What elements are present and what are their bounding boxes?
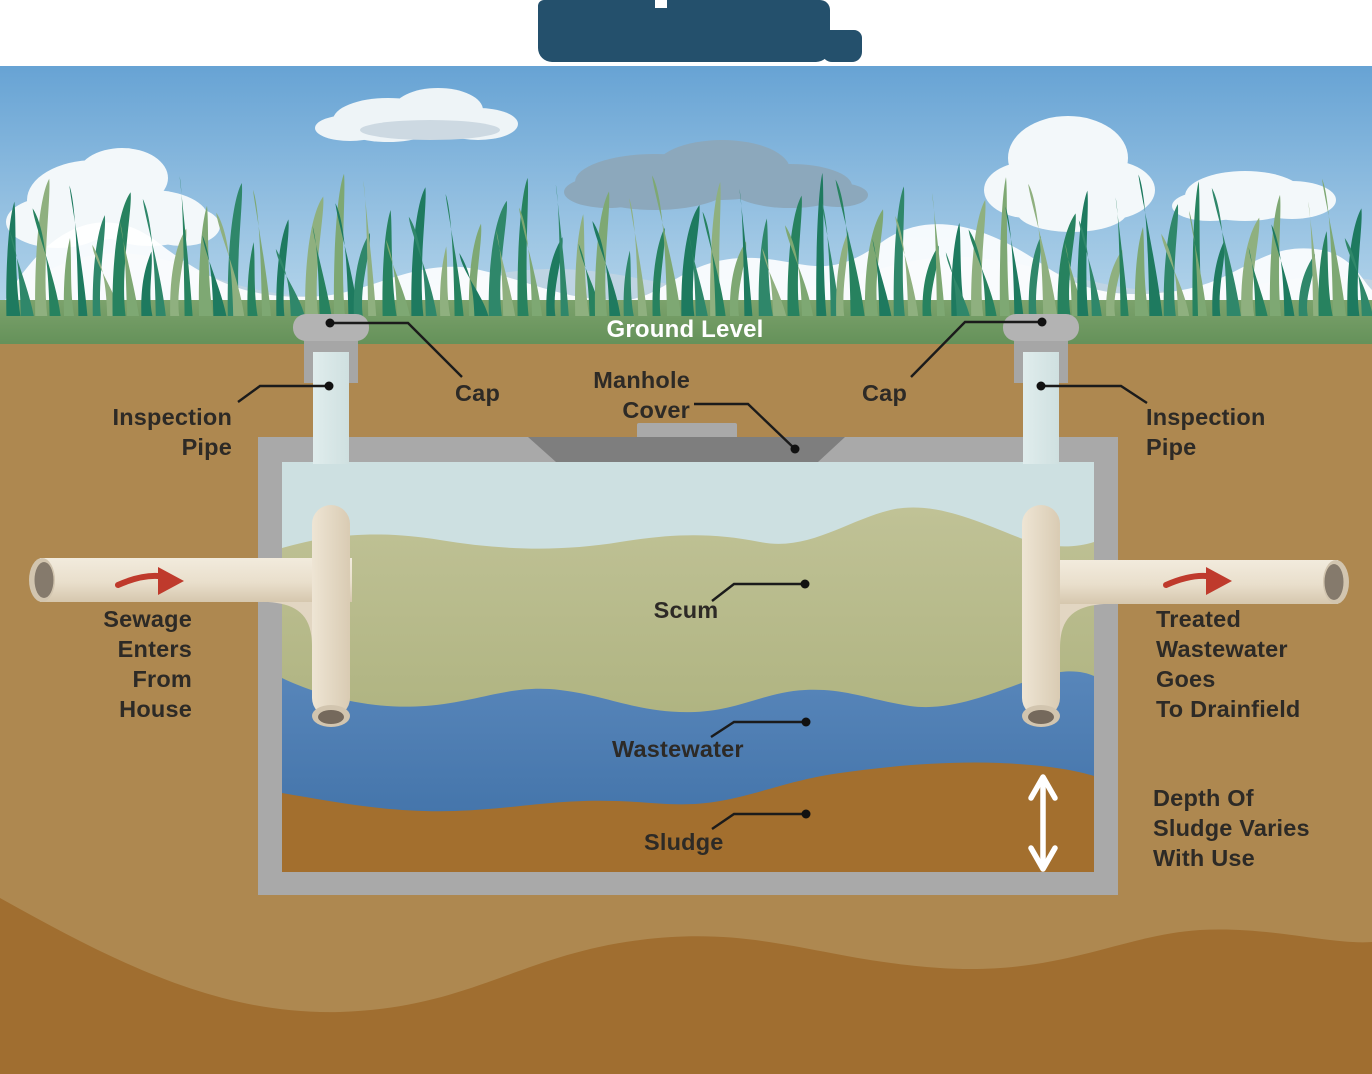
leader-lines xyxy=(237,320,1148,830)
sludge-depth-note-label: Depth Of Sludge Varies With Use xyxy=(1153,785,1310,871)
manhole-knob xyxy=(637,423,737,439)
mountains-white xyxy=(0,222,1372,310)
soil-dark-wave xyxy=(0,898,1372,1074)
obscured-title-block xyxy=(538,0,830,62)
flow-arrow-inlet-icon xyxy=(115,567,184,595)
flow-arrow-outlet-icon xyxy=(1163,567,1232,595)
inlet-baffle-pipe xyxy=(312,505,350,727)
manhole-cover xyxy=(528,437,845,462)
obscured-title-notch xyxy=(655,0,667,8)
sludge-layer xyxy=(282,762,1094,872)
inspection-pipe-right xyxy=(1003,314,1079,464)
grass xyxy=(6,172,1372,316)
scum-label: Scum xyxy=(653,597,719,623)
depth-arrow-icon xyxy=(1028,774,1058,872)
cloud-small-left xyxy=(315,88,518,142)
ground-level-label: Ground Level xyxy=(606,316,764,343)
inlet-pipe xyxy=(29,558,352,646)
cap-right-label: Cap xyxy=(862,380,907,406)
inspection-pipe-left-label: Inspection Pipe xyxy=(112,404,232,460)
cloud-right xyxy=(984,116,1155,232)
inspection-pipe-left xyxy=(293,314,369,464)
manhole-cover-label: Manhole Cover xyxy=(593,367,690,423)
cloud-far-right xyxy=(1172,171,1336,221)
cloud-left xyxy=(6,148,220,248)
outlet-baffle-pipe xyxy=(1022,505,1060,727)
treated-outlet-label: Treated Wastewater Goes To Drainfield xyxy=(1156,606,1301,722)
leader-dots xyxy=(324,317,1047,819)
obscured-title-tail xyxy=(822,30,862,62)
cap-left-label: Cap xyxy=(455,380,500,406)
outlet-pipe xyxy=(1048,560,1349,648)
sewage-inlet-label: Sewage Enters From House xyxy=(103,606,192,722)
sludge-label: Sludge xyxy=(644,829,724,855)
inspection-pipe-right-label: Inspection Pipe xyxy=(1146,404,1266,460)
wastewater-label: Wastewater xyxy=(612,736,744,762)
